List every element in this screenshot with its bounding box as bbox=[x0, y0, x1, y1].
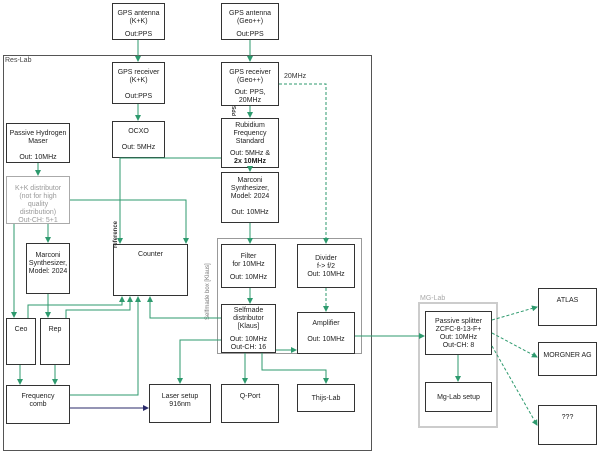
unknown-destination: ??? bbox=[538, 405, 597, 445]
edge-ceo-to-counter bbox=[27, 296, 125, 318]
mg-lab-label: MG-Lab bbox=[420, 295, 446, 302]
ceo: Ceo bbox=[6, 318, 36, 365]
res-lab-label: Res-Lab bbox=[5, 57, 32, 64]
mg-lab-region bbox=[418, 302, 498, 428]
edge-comb-to-counter bbox=[70, 296, 141, 396]
rep: Rep bbox=[40, 318, 70, 365]
counter: Counter bbox=[113, 244, 188, 296]
res-lab-region bbox=[3, 55, 372, 451]
q-port: Q-Port bbox=[221, 384, 279, 423]
edge-splitter-to-morgner bbox=[491, 332, 538, 358]
thijs-lab: Thijs-Lab bbox=[297, 384, 355, 412]
edge-rb-to-counter bbox=[117, 157, 221, 244]
mg-lab-setup: Mg-Lab setup bbox=[425, 382, 492, 412]
edge-maser-to-counter bbox=[70, 199, 189, 244]
morgner-ag: MORGNER AG bbox=[538, 342, 597, 376]
edge-dist-to-thijs bbox=[261, 353, 329, 384]
edge-rep-to-counter bbox=[65, 296, 133, 318]
gps-receiver-kk: GPS receiver(K+K)Out:PPS bbox=[112, 62, 165, 104]
label-20mhz: 20MHz bbox=[284, 73, 307, 80]
atlas: ATLAS bbox=[538, 288, 597, 326]
edge-splitter-to-unknown bbox=[491, 345, 538, 426]
gps-antenna-kk: GPS antenna(K+K)Out:PPS bbox=[112, 3, 165, 40]
edge-dist-to-counter bbox=[147, 296, 221, 319]
edge-splitter-to-atlas bbox=[491, 305, 538, 321]
gps-receiver-geo: GPS receiver(Geo++)Out: PPS,20MHz bbox=[221, 62, 279, 106]
gps-antenna-geo: GPS antenna(Geo++)Out:PPS bbox=[221, 3, 279, 40]
edge-rx-geo-to-divider bbox=[279, 83, 329, 244]
selfmade-box-region bbox=[217, 238, 362, 354]
edge-dist-to-laser bbox=[177, 339, 221, 384]
